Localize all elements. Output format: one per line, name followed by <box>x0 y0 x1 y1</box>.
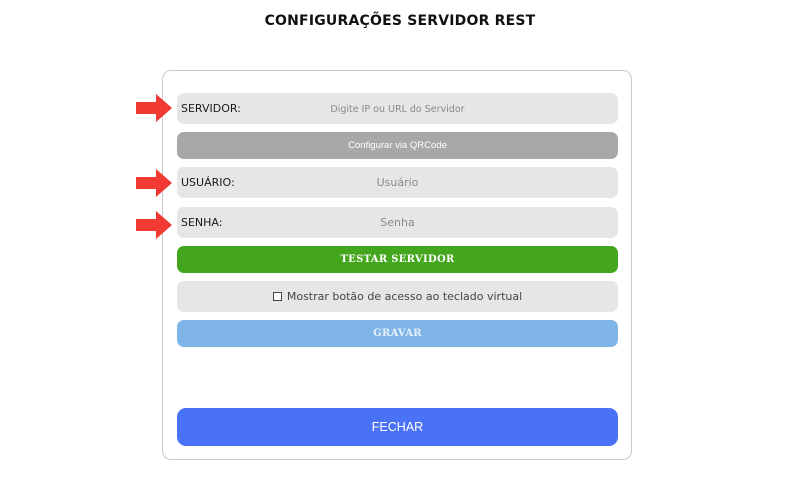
fechar-button[interactable]: FECHAR <box>177 408 618 446</box>
arrow-right-icon <box>136 211 172 239</box>
servidor-input[interactable] <box>177 93 618 124</box>
arrow-right-icon <box>136 94 172 122</box>
senha-field[interactable]: SENHA: <box>177 207 618 238</box>
qrcode-config-button[interactable]: Configurar via QRCode <box>177 132 618 159</box>
checkbox-unchecked-icon[interactable] <box>272 292 282 301</box>
keyboard-checkbox-row[interactable]: Mostrar botão de acesso ao teclado virtu… <box>177 281 618 312</box>
senha-input[interactable] <box>177 207 618 238</box>
arrow-right-icon <box>136 169 172 197</box>
servidor-field[interactable]: SERVIDOR: <box>177 93 618 124</box>
testar-servidor-button[interactable]: TESTAR SERVIDOR <box>177 246 618 273</box>
usuario-field[interactable]: USUÁRIO: <box>177 167 618 198</box>
page-title: CONFIGURAÇÕES SERVIDOR REST <box>264 13 536 29</box>
gravar-button[interactable]: GRAVAR <box>177 320 618 347</box>
usuario-input[interactable] <box>177 167 618 198</box>
keyboard-checkbox-label: Mostrar botão de acesso ao teclado virtu… <box>286 290 523 303</box>
